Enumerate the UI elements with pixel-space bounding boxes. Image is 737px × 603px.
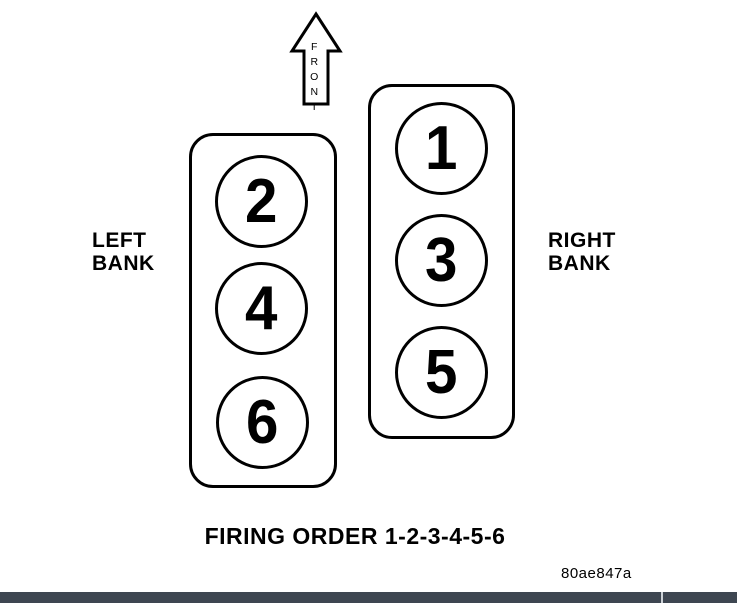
firing-order-caption: FIRING ORDER 1-2-3-4-5-6	[204, 523, 506, 549]
up-arrow-icon	[289, 11, 343, 106]
front-arrow-label: FRONT	[308, 41, 321, 116]
bottom-window-bar	[0, 592, 737, 603]
cylinder-3: 3	[395, 214, 488, 307]
front-direction-arrow: FRONT	[283, 10, 345, 116]
cylinder-3-number: 3	[425, 225, 458, 295]
figure-code: 80ae847a	[561, 565, 632, 582]
cylinder-4: 4	[215, 262, 308, 355]
cylinder-6: 6	[216, 376, 309, 469]
cylinder-2-number: 2	[245, 166, 278, 236]
left-bank-label-line1: LEFT	[92, 229, 147, 252]
cylinder-5-number: 5	[425, 337, 458, 407]
bottom-bar-divider	[661, 592, 663, 603]
cylinder-1: 1	[395, 102, 488, 195]
cylinder-1-number: 1	[425, 113, 458, 183]
cylinder-5: 5	[395, 326, 488, 419]
left-bank-label-line2: BANK	[92, 252, 155, 275]
left-bank-label: LEFT BANK	[92, 229, 155, 275]
right-bank-label: RIGHT BANK	[548, 229, 616, 275]
cylinder-2: 2	[215, 155, 308, 248]
right-bank-label-line2: BANK	[548, 252, 611, 275]
cylinder-4-number: 4	[245, 273, 278, 343]
right-bank-label-line1: RIGHT	[548, 229, 616, 252]
cylinder-6-number: 6	[246, 387, 279, 457]
